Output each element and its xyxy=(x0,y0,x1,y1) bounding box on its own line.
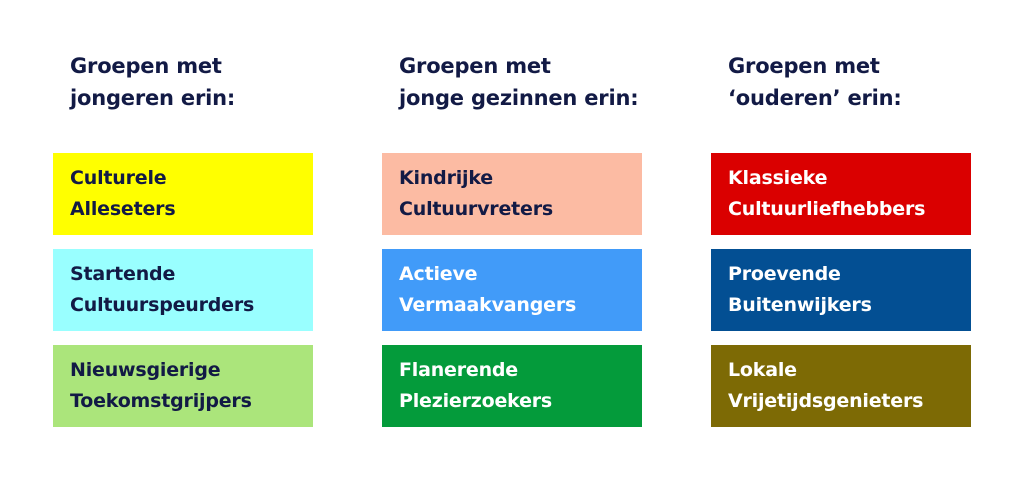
group-tile: Flanerende Plezierzoekers xyxy=(382,345,642,427)
column-heading: Groepen met ‘ouderen’ erin: xyxy=(728,54,902,110)
group-tile: Culturele Alleseters xyxy=(53,153,313,235)
group-tile: Nieuwsgierige Toekomstgrijpers xyxy=(53,345,313,427)
group-tile: Lokale Vrijetijdsgenieters xyxy=(711,345,971,427)
group-tile: Proevende Buitenwijkers xyxy=(711,249,971,331)
group-tile: Startende Cultuurspeurders xyxy=(53,249,313,331)
group-tile: Kindrijke Cultuurvreters xyxy=(382,153,642,235)
column-heading: Groepen met jongeren erin: xyxy=(70,54,236,110)
group-tile: Actieve Vermaakvangers xyxy=(382,249,642,331)
column-heading: Groepen met jonge gezinnen erin: xyxy=(399,54,639,110)
group-tile: Klassieke Cultuurliefhebbers xyxy=(711,153,971,235)
